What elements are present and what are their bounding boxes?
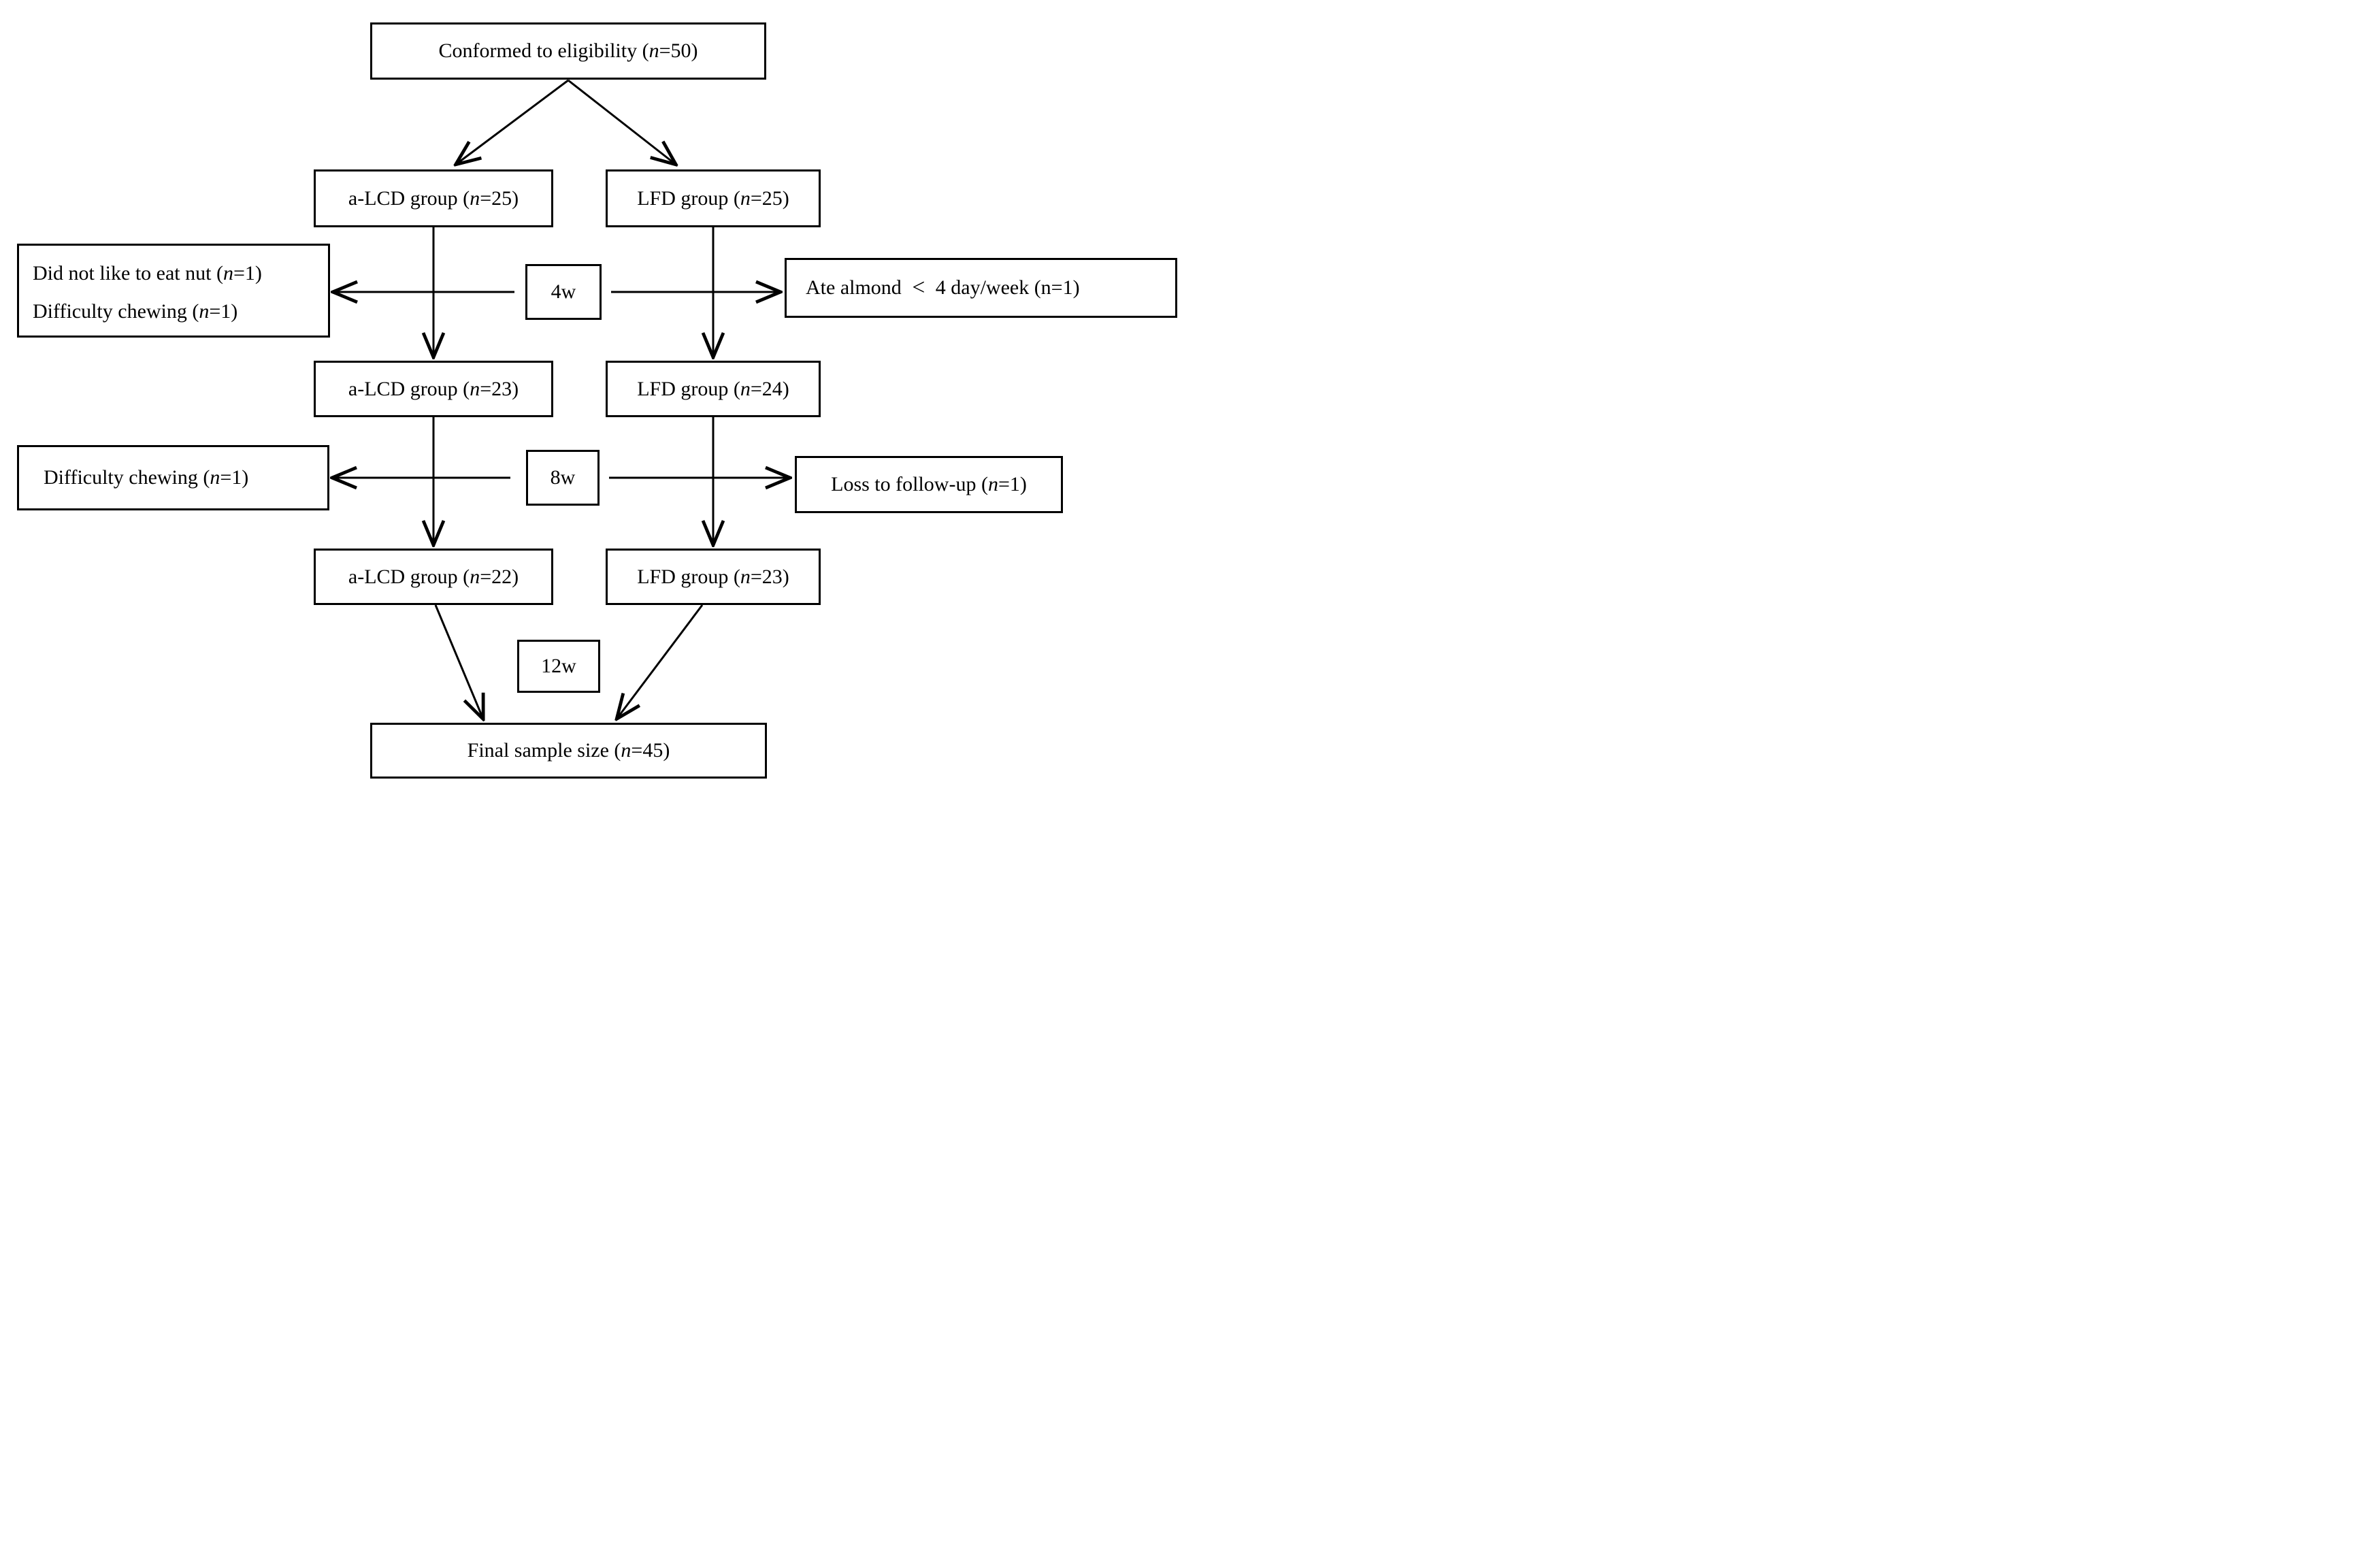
box-week4-label: 4w [525,264,602,320]
arrow-eligibility-to-alcd25 [457,79,569,163]
box-week12-label: 12w [517,640,600,693]
flow-diagram: Conformed to eligibility (n=50) a-LCD gr… [0,0,1190,784]
box-final-sample: Final sample size (n=45) [370,723,767,779]
excluded-line-nut: Did not like to eat nut (n=1) [33,262,262,284]
box-alcd-group-22: a-LCD group (n=22) [314,549,553,605]
box-lfd-group-25: LFD group (n=25) [606,169,821,227]
box-excluded-8w-right: Loss to follow-up (n=1) [795,456,1063,513]
arrow-layer [0,79,1190,784]
excluded-line-chewing: Difficulty chewing (n=1) [33,300,238,323]
arrow-eligibility-to-lfd25 [568,79,674,163]
arrow-alcd22-to-final [434,604,482,717]
box-eligibility: Conformed to eligibility (n=50) [370,22,766,80]
box-excluded-4w-right: Ate almond < 4 day/week (n=1) [785,258,1177,318]
box-alcd-group-23: a-LCD group (n=23) [314,361,553,417]
box-lfd-group-24: LFD group (n=24) [606,361,821,417]
box-excluded-8w-left: Difficulty chewing (n=1) [17,445,329,510]
box-lfd-group-23: LFD group (n=23) [606,549,821,605]
box-excluded-4w-left: Did not like to eat nut (n=1) Difficulty… [17,244,330,338]
arrow-lfd23-to-final [618,604,704,717]
box-alcd-group-25: a-LCD group (n=25) [314,169,553,227]
box-week8-label: 8w [526,450,600,506]
